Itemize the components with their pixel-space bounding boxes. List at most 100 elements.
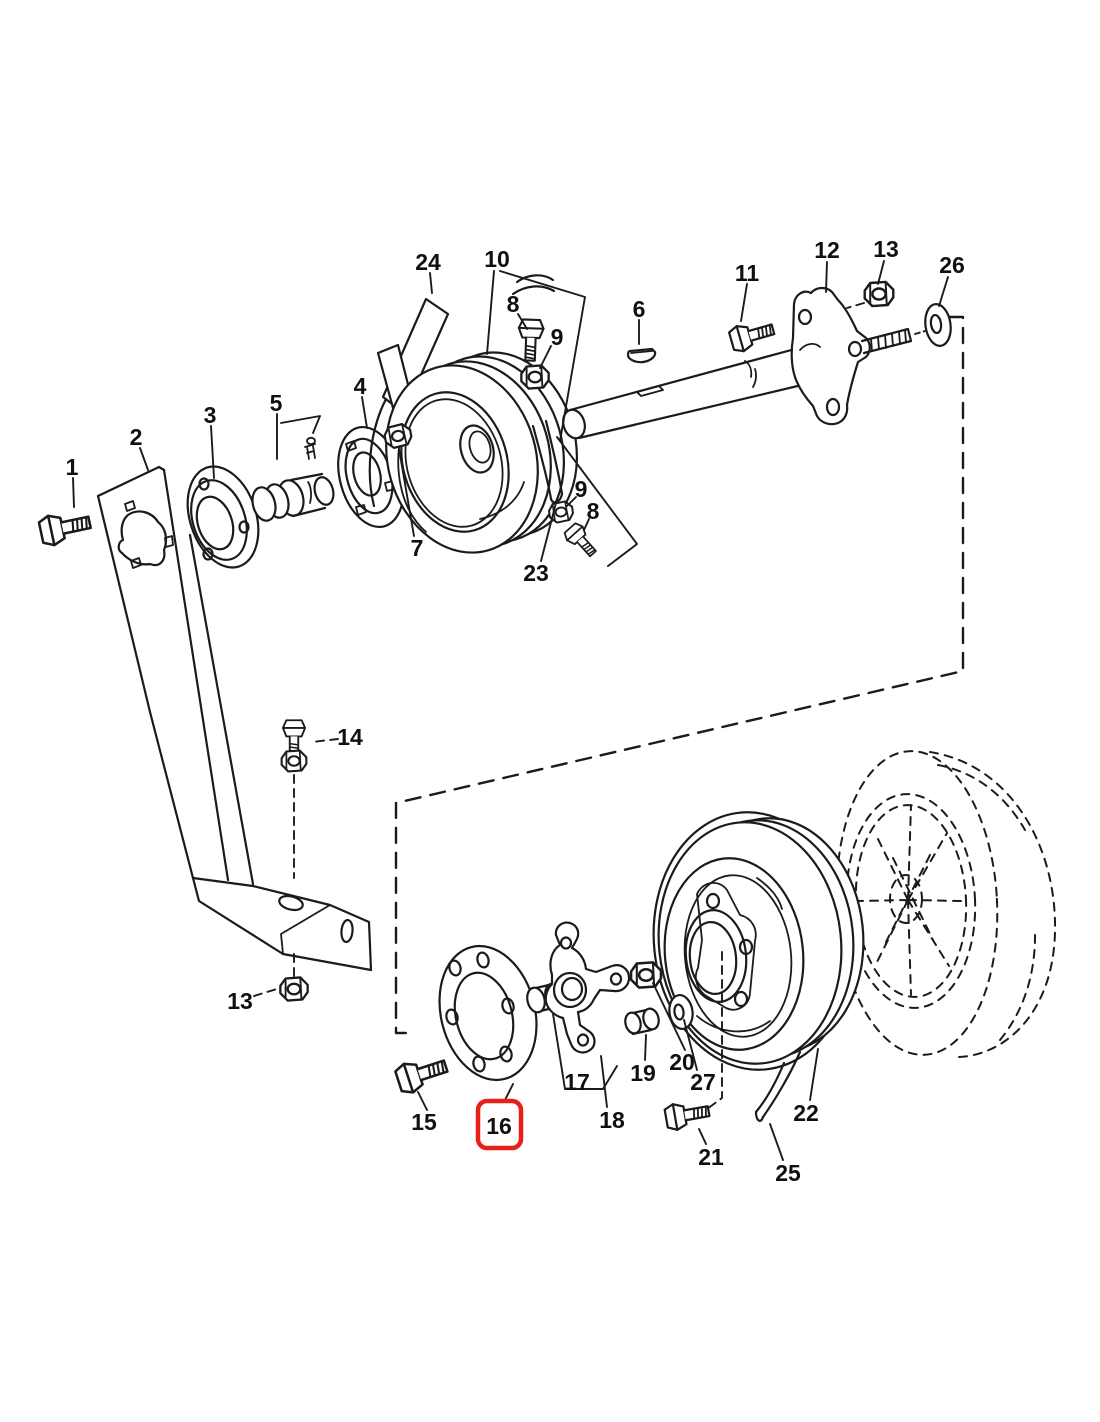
leader-line-part-2: [139, 447, 149, 471]
leader-line-part-23: [540, 498, 558, 562]
dashed-enclosure: [394, 315, 965, 1035]
leader-line-part-11: [740, 283, 748, 322]
bracket-foot: [191, 876, 373, 972]
left-parts: [36, 425, 405, 569]
part-label-24[interactable]: 24: [415, 249, 441, 275]
part-label-18[interactable]: 18: [599, 1107, 625, 1133]
threaded-stud: [860, 327, 926, 355]
leader-line-part-13b: [253, 987, 281, 997]
nut-13-bottom: [279, 976, 309, 1002]
wheel-ghost: [835, 750, 1057, 1058]
lower-drive: [652, 811, 865, 1122]
highlight-box-part-16: [475, 1098, 524, 1151]
leader-line-part-5-1: [280, 415, 321, 434]
washer-26: [924, 303, 952, 347]
part-label-8b[interactable]: 8: [587, 498, 600, 524]
part-label-6[interactable]: 6: [633, 296, 646, 322]
leader-line-part-1: [72, 477, 75, 508]
belt-25-tail: [754, 1050, 802, 1122]
part-label-11[interactable]: 11: [735, 260, 760, 286]
part-label-22[interactable]: 22: [793, 1100, 819, 1126]
nut-9-top: [520, 364, 550, 390]
lower-parts: [392, 921, 712, 1133]
part-label-13b[interactable]: 13: [227, 988, 253, 1014]
part-label-9a[interactable]: 9: [551, 324, 564, 350]
part-label-8a[interactable]: 8: [507, 291, 520, 317]
part-label-13a[interactable]: 13: [873, 236, 899, 262]
leader-line-part-18: [600, 1055, 608, 1108]
part-label-15[interactable]: 15: [411, 1109, 437, 1135]
part-label-5[interactable]: 5: [270, 390, 283, 416]
woodruff-key-6: [626, 347, 657, 364]
bolt-15: [392, 1050, 452, 1097]
spacer-bushing-5: [251, 436, 335, 522]
leader-line-part-21: [698, 1128, 707, 1145]
part-label-10[interactable]: 10: [484, 246, 510, 272]
part-label-21[interactable]: 21: [698, 1144, 724, 1170]
bolt-11: [726, 315, 778, 355]
part-label-26[interactable]: 26: [939, 252, 965, 278]
leader-line-part-8a: [517, 313, 528, 330]
leader-line-part-27: [683, 1019, 698, 1071]
shaft-keyway: [636, 385, 664, 397]
part-label-1[interactable]: 1: [66, 454, 79, 480]
part-label-4[interactable]: 4: [354, 373, 367, 399]
spacer-ring-16: [438, 944, 538, 1082]
nut-13-top: [863, 280, 895, 308]
bolt-8-top: [516, 318, 545, 363]
leader-line-part-4: [361, 396, 368, 429]
part-label-17[interactable]: 17: [564, 1069, 590, 1095]
leader-line-part-20: [652, 982, 686, 1051]
part-label-25[interactable]: 25: [775, 1160, 801, 1186]
spacer-19: [624, 1007, 660, 1036]
part-label-27[interactable]: 27: [690, 1069, 716, 1095]
leader-line-part-17: [552, 1013, 618, 1090]
leader-line-part-3: [210, 425, 215, 479]
part-label-19[interactable]: 19: [630, 1060, 656, 1086]
bolt-21: [662, 1097, 712, 1133]
shaft-flange-12: [790, 286, 871, 426]
spider-hub-18: [544, 921, 631, 1054]
part-label-7[interactable]: 7: [411, 535, 424, 561]
shaft-assembly: [562, 280, 952, 440]
bracket-plate-hole: [117, 510, 168, 567]
leader-line-part-14: [311, 738, 339, 743]
part-label-2[interactable]: 2: [130, 424, 143, 450]
leader-line-part-13a-1: [846, 302, 865, 309]
part-label-3[interactable]: 3: [204, 402, 217, 428]
leader-line-part-25: [769, 1123, 784, 1161]
part-label-16[interactable]: 16: [486, 1113, 512, 1139]
nut-20: [629, 961, 663, 989]
leader-line-part-24: [429, 272, 433, 294]
leader-line-part-16: [504, 1083, 514, 1101]
bracket-assembly: [96, 465, 373, 1002]
leader-line-part-9a: [539, 345, 552, 369]
part-label-20[interactable]: 20: [669, 1049, 695, 1075]
leader-line-part-21-1: [706, 951, 723, 1110]
nut-14: [280, 749, 308, 773]
pulley-22-hub: [684, 882, 757, 1011]
grease-fitting: [304, 436, 316, 460]
bolt-1: [36, 506, 94, 549]
leader-line-part-10-1: [499, 270, 586, 442]
part-label-12[interactable]: 12: [814, 237, 840, 263]
leader-line-part-8b: [583, 518, 590, 531]
pulley-10: [385, 351, 579, 554]
leader-line-part-10-2: [556, 436, 638, 567]
leader-line-part-9b: [566, 496, 577, 507]
leader-line-part-19: [644, 1034, 647, 1061]
leader-line-part-26: [938, 276, 949, 307]
leader-line-part-13a: [877, 260, 885, 285]
wheel-spokes: [857, 804, 964, 996]
part-label-14[interactable]: 14: [337, 724, 363, 750]
leader-line-part-7: [398, 448, 415, 537]
part-label-23[interactable]: 23: [523, 560, 549, 586]
upper-drive: [368, 274, 602, 562]
part-label-9b[interactable]: 9: [575, 476, 588, 502]
leader-line-part-12: [825, 261, 828, 293]
leader-line-part-15: [417, 1091, 428, 1111]
leader-line-part-22: [809, 1048, 819, 1101]
